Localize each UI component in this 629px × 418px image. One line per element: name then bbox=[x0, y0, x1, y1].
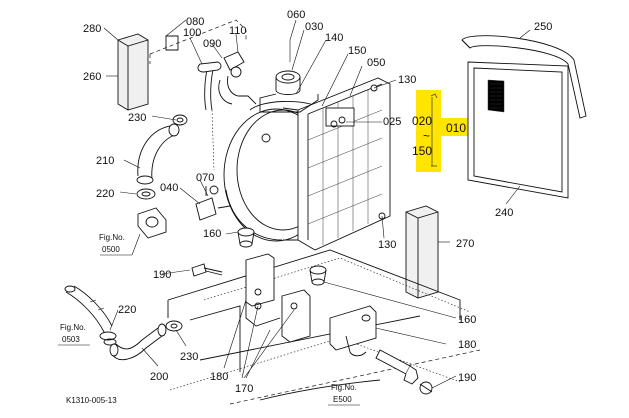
hose-200 bbox=[109, 323, 167, 361]
label-140: 140 bbox=[325, 32, 343, 44]
label-200: 200 bbox=[150, 371, 168, 383]
label-050: 050 bbox=[367, 57, 385, 69]
bolt-130a bbox=[370, 79, 397, 92]
highlight-callout bbox=[416, 90, 441, 172]
figure-ref-number: 0503 bbox=[62, 335, 80, 344]
label-130b: 130 bbox=[378, 239, 396, 251]
figure-ref-e500: Fig.No. E500 bbox=[328, 383, 360, 406]
label-220a: 220 bbox=[96, 188, 114, 200]
label-170: 170 bbox=[235, 383, 253, 395]
figure-ref-0503: Fig.No. 0503 bbox=[58, 323, 90, 346]
label-260: 260 bbox=[83, 71, 101, 83]
highlight-to-label: 150 bbox=[412, 144, 432, 158]
lower-hose bbox=[136, 123, 180, 185]
hose-clamp-230b bbox=[165, 320, 183, 332]
leader-lines bbox=[103, 19, 531, 389]
label-180b: 180 bbox=[210, 371, 228, 383]
label-210: 210 bbox=[96, 155, 114, 167]
figure-ref-caption: Fig.No. bbox=[60, 323, 86, 332]
label-190b: 190 bbox=[458, 372, 476, 384]
label-160b: 160 bbox=[458, 314, 476, 326]
part-labels: 080 060 280 030 100 090 110 140 150 250 … bbox=[83, 9, 552, 395]
mount-rubber-160a bbox=[237, 227, 255, 248]
label-180a: 180 bbox=[458, 339, 476, 351]
label-030: 030 bbox=[305, 21, 323, 33]
bolt-190b bbox=[375, 349, 433, 395]
hose-clamp-230a bbox=[172, 114, 188, 126]
highlight-group-label: 010 bbox=[446, 121, 466, 135]
label-150: 150 bbox=[348, 45, 366, 57]
figure-ref-number: 0500 bbox=[102, 245, 120, 254]
highlighted-range: 020 ~ 150 010 bbox=[412, 114, 466, 158]
label-070: 070 bbox=[196, 172, 214, 184]
highlight-from-label: 020 bbox=[412, 114, 432, 128]
label-280: 280 bbox=[83, 23, 101, 35]
water-flange bbox=[137, 207, 167, 239]
figure-ref-caption: Fig.No. bbox=[331, 383, 357, 392]
label-270: 270 bbox=[456, 238, 474, 250]
label-220b: 220 bbox=[118, 304, 136, 316]
hose-clamp-220b bbox=[99, 331, 117, 346]
label-110: 110 bbox=[229, 25, 247, 37]
label-160a: 160 bbox=[203, 228, 221, 240]
coolant-pipe-0503 bbox=[64, 285, 113, 333]
figure-ref-0500: Fig.No. 0500 bbox=[99, 233, 141, 256]
insulation-block-260 bbox=[117, 33, 149, 111]
label-025: 025 bbox=[383, 116, 401, 128]
label-040: 040 bbox=[160, 182, 178, 194]
label-080: 080 bbox=[186, 16, 204, 28]
hose-clamp-220a bbox=[136, 188, 156, 200]
frame-bracket-180b bbox=[329, 305, 377, 357]
label-230b: 230 bbox=[180, 351, 198, 363]
label-240: 240 bbox=[495, 207, 513, 219]
label-130a: 130 bbox=[398, 74, 416, 86]
upper-bracket-outline bbox=[149, 19, 247, 64]
insulation-block-270 bbox=[405, 205, 439, 299]
radiator-core bbox=[282, 77, 391, 251]
highlight-tab bbox=[441, 118, 471, 136]
bolt-130b bbox=[378, 212, 386, 239]
screen-240 bbox=[467, 61, 569, 199]
highlight-tilde: ~ bbox=[423, 129, 430, 143]
top-cover-250 bbox=[461, 35, 587, 119]
overflow-hose bbox=[197, 61, 222, 171]
temperature-sensor bbox=[218, 51, 257, 105]
drain-cock bbox=[195, 185, 231, 221]
label-100: 100 bbox=[183, 27, 201, 39]
filler-neck bbox=[259, 40, 319, 113]
figure-ref-caption: Fig.No. bbox=[99, 233, 125, 242]
hardware-cluster bbox=[261, 116, 346, 143]
label-090: 090 bbox=[203, 38, 221, 50]
label-250: 250 bbox=[534, 21, 552, 33]
diagram-code: K1310-005-13 bbox=[66, 396, 117, 405]
bolt-190a bbox=[191, 263, 223, 277]
label-230a: 230 bbox=[128, 112, 146, 124]
figure-ref-number: E500 bbox=[333, 395, 352, 404]
support-bracket bbox=[245, 253, 311, 343]
label-190a: 190 bbox=[153, 269, 171, 281]
label-060: 060 bbox=[287, 9, 305, 21]
